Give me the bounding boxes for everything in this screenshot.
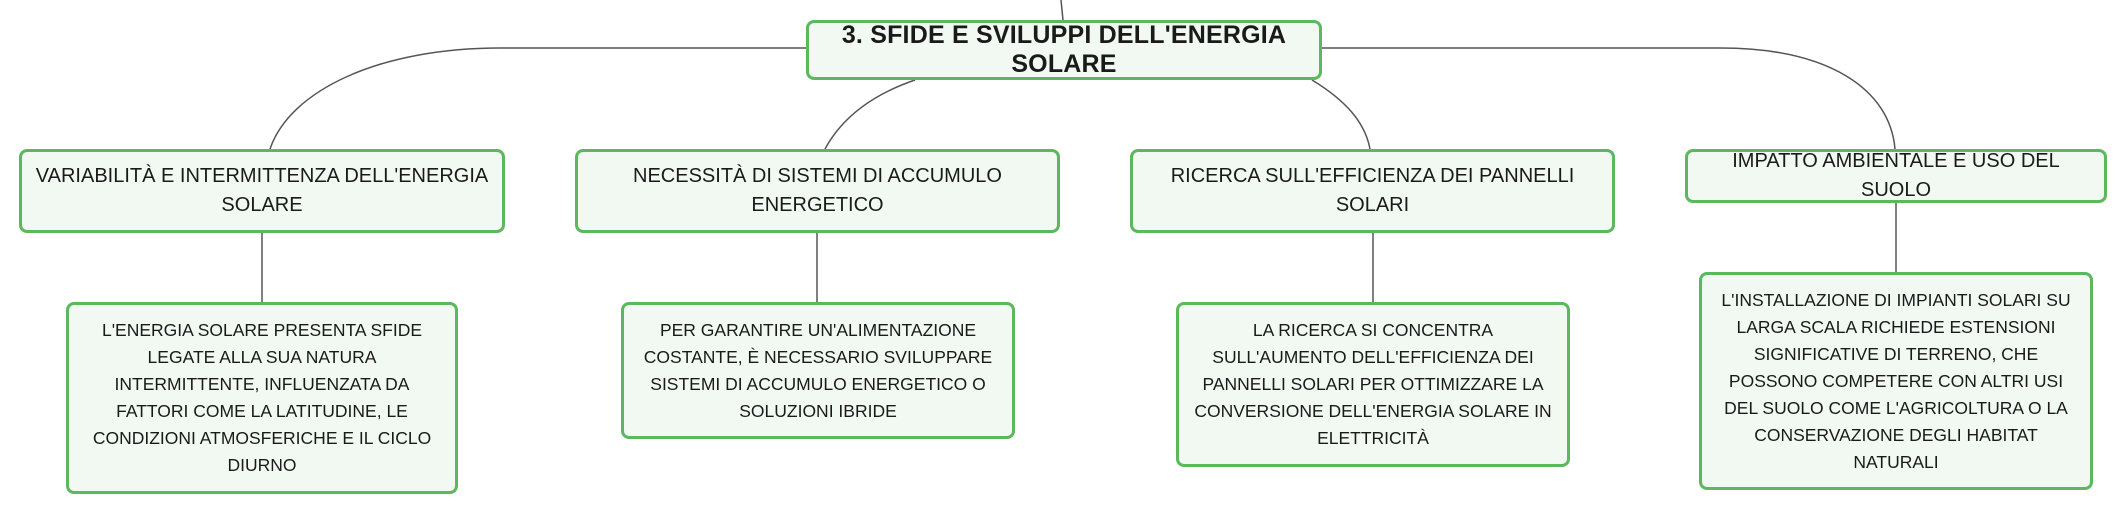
connector-root-branch-3	[1311, 79, 1371, 150]
detail-topic-efficiency[interactable]: LA RICERCA SI CONCENTRA SULL'AUMENTO DEL…	[1176, 302, 1570, 467]
detail-topic-text: PER GARANTIRE UN'ALIMENTAZIONE COSTANTE,…	[643, 319, 993, 421]
root-topic-label: 3. SFIDE E SVILUPPI DELL'ENERGIA SOLARE	[841, 21, 1287, 78]
detail-topic-storage[interactable]: PER GARANTIRE UN'ALIMENTAZIONE COSTANTE,…	[621, 302, 1015, 439]
connector-root-branch-4	[1322, 47, 1896, 150]
parent-connector	[1060, 0, 1064, 21]
branch-topic-label: VARIABILITÀ E INTERMITTENZA DELL'ENERGIA…	[35, 165, 489, 216]
branch-topic-label: IMPATTO AMBIENTALE E USO DEL SUOLO	[1732, 150, 2060, 201]
connector-root-branch-2	[824, 79, 916, 150]
root-topic[interactable]: 3. SFIDE E SVILUPPI DELL'ENERGIA SOLARE	[806, 20, 1322, 80]
detail-topic-variability[interactable]: L'ENERGIA SOLARE PRESENTA SFIDE LEGATE A…	[66, 302, 458, 494]
detail-topic-text: L'ENERGIA SOLARE PRESENTA SFIDE LEGATE A…	[92, 320, 432, 475]
detail-topic-text: LA RICERCA SI CONCENTRA SULL'AUMENTO DEL…	[1194, 320, 1552, 448]
branch-topic-label: NECESSITÀ DI SISTEMI DI ACCUMULO ENERGET…	[633, 165, 1002, 216]
connector-root-branch-1	[269, 47, 806, 150]
branch-topic-efficiency[interactable]: RICERCA SULL'EFFICIENZA DEI PANNELLI SOL…	[1130, 149, 1615, 233]
branch-topic-land-use[interactable]: IMPATTO AMBIENTALE E USO DEL SUOLO	[1685, 149, 2107, 203]
detail-topic-land-use[interactable]: L'INSTALLAZIONE DI IMPIANTI SOLARI SU LA…	[1699, 272, 2093, 490]
branch-topic-storage[interactable]: NECESSITÀ DI SISTEMI DI ACCUMULO ENERGET…	[575, 149, 1060, 233]
detail-topic-text: L'INSTALLAZIONE DI IMPIANTI SOLARI SU LA…	[1721, 289, 2071, 472]
branch-topic-label: RICERCA SULL'EFFICIENZA DEI PANNELLI SOL…	[1170, 165, 1575, 216]
branch-topic-variability[interactable]: VARIABILITÀ E INTERMITTENZA DELL'ENERGIA…	[19, 149, 505, 233]
